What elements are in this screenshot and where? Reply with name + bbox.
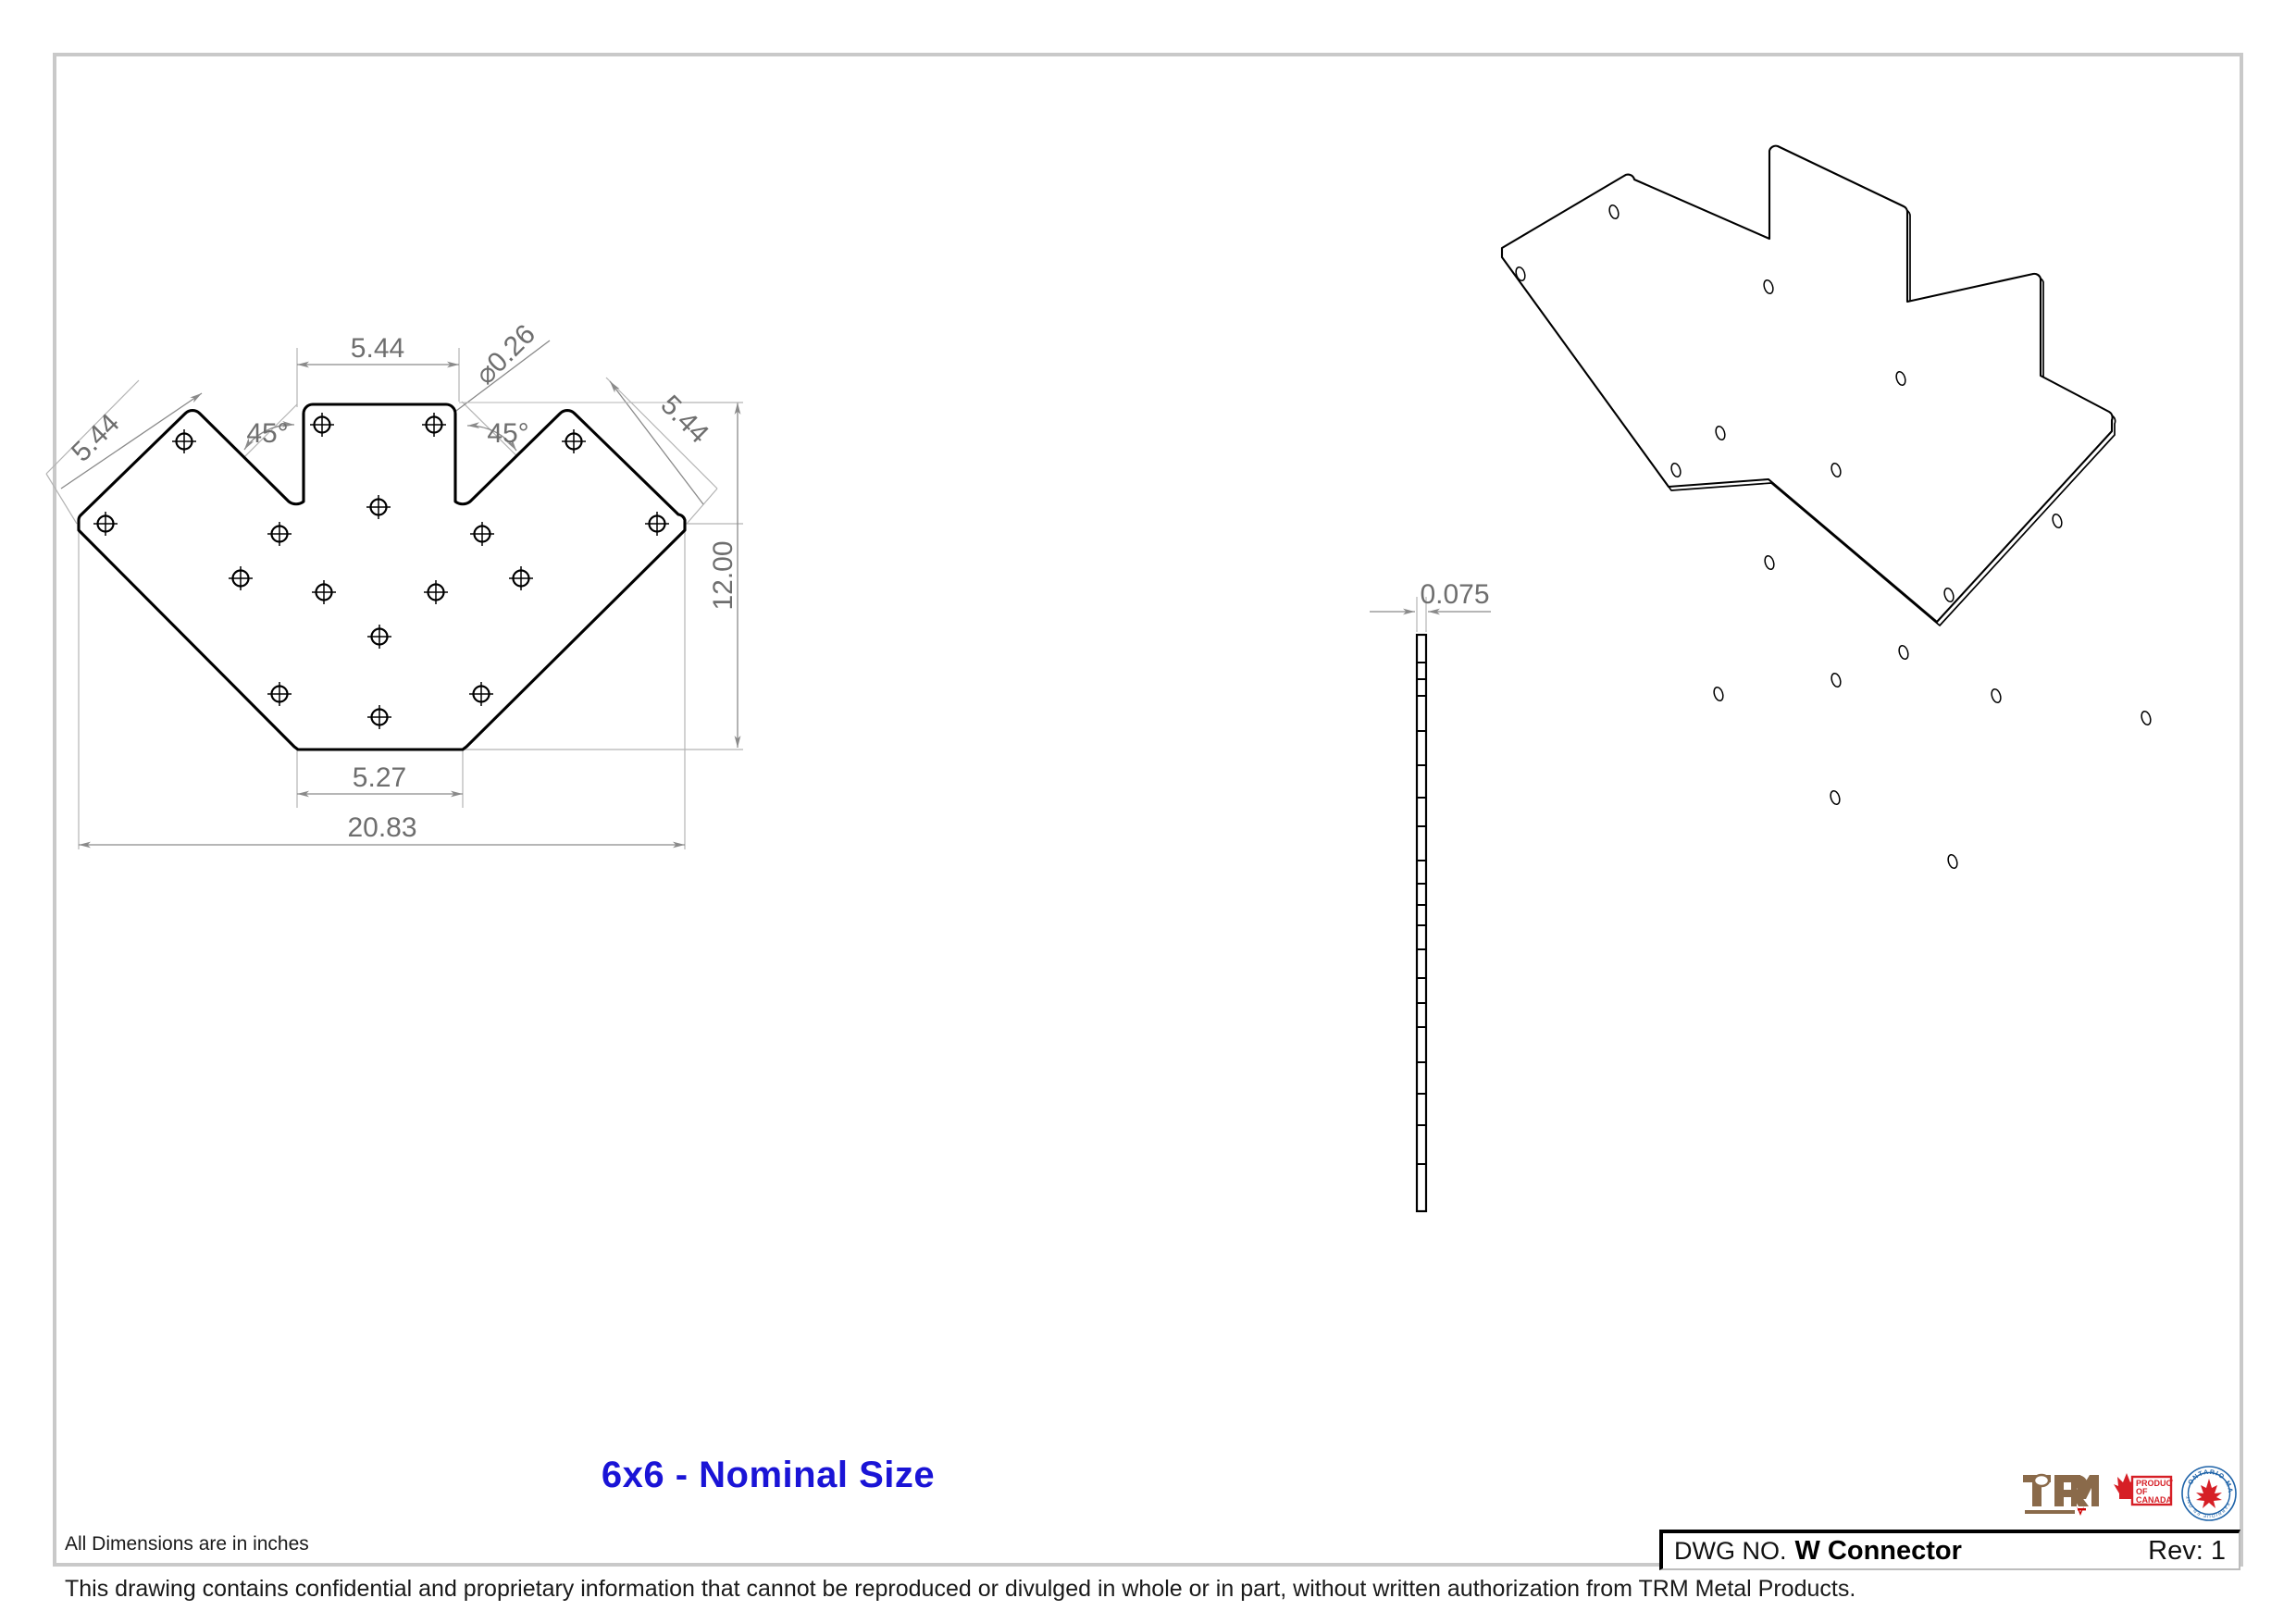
front-view-group: 5.44 5.44 ⌀0.26 45° 45° 5.44 12.00 5.27 … — [45, 319, 743, 849]
dim-left-edge-5p44: 5.44 — [66, 408, 126, 468]
dwg-no-value: W Connector — [1794, 1535, 1962, 1566]
iso-view-hole-pattern — [1515, 204, 2152, 870]
part-title: 6x6 - Nominal Size — [601, 1455, 936, 1495]
drawing-border-frame — [53, 53, 2243, 1567]
front-view-part-outline — [77, 403, 687, 751]
svg-text:OF: OF — [2136, 1487, 2148, 1496]
dim-overall-height-12p00: 12.00 — [708, 540, 738, 610]
product-of-canada-logo: PRODUCT OF CANADA — [2114, 1473, 2173, 1506]
dim-material-thickness: 0.075 — [1420, 579, 1489, 610]
dim-right-edge-5p44: 5.44 — [654, 390, 714, 450]
edge-view-group: 0.075 — [1370, 579, 1491, 1213]
dim-overall-width-20p83: 20.83 — [347, 812, 416, 843]
dim-right-notch-angle: 45° — [487, 418, 528, 449]
iso-view-group — [1500, 144, 2152, 870]
svg-text:CANADA: CANADA — [2136, 1495, 2172, 1505]
title-block: DWG NO. W Connector Rev: 1 — [1659, 1530, 2240, 1570]
front-view-hole-pattern — [93, 413, 669, 729]
edge-view-hole-ticks — [1417, 662, 1426, 1165]
ontario-made-logo: ONTARIO MADE FABRIQUE EN ONTARIO — [2180, 1466, 2237, 1521]
trm-logo — [2023, 1473, 2099, 1516]
dim-top-flange-5p44: 5.44 — [351, 333, 404, 364]
iso-view-part-outline — [1500, 144, 2114, 624]
revision-value: Rev: 1 — [2148, 1535, 2226, 1566]
confidentiality-disclaimer: This drawing contains confidential and p… — [65, 1576, 1856, 1602]
logo-strip: PRODUCT OF CANADA ONTARIO MADE FABRIQUE … — [2019, 1465, 2238, 1522]
dim-left-notch-angle: 45° — [246, 418, 288, 449]
edge-view-plate — [1415, 633, 1428, 1213]
dwg-no-label: DWG NO. — [1674, 1536, 1787, 1565]
dim-bottom-flat-5p27: 5.27 — [353, 762, 406, 793]
front-view-dimension-lines — [60, 340, 743, 849]
units-note: All Dimensions are in inches — [65, 1533, 309, 1555]
svg-text:PRODUCT: PRODUCT — [2136, 1479, 2173, 1488]
